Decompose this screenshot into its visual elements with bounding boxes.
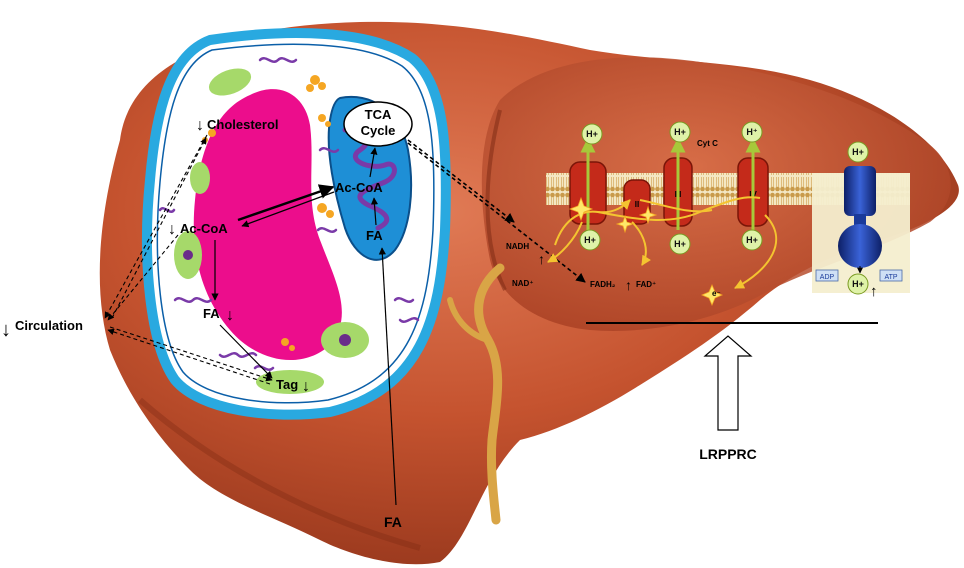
ac-coa-cyto-down-arrow: ↓: [168, 221, 176, 238]
fa-bottom-label: FA: [384, 514, 402, 530]
h-plus-bottom-2: H+: [669, 233, 691, 255]
proton-arrows: [580, 137, 761, 230]
fa-mito-label: FA: [366, 228, 383, 243]
svg-text:ATP: ATP: [884, 274, 897, 281]
svg-text:H+: H+: [674, 127, 686, 137]
h-plus-top-4: H+: [847, 141, 869, 163]
h-plus-bottom-1: H+: [579, 229, 601, 251]
liver-lower-shadow: [138, 397, 421, 551]
er-squiggles: [158, 57, 420, 371]
tca-label-line1: TCA: [365, 107, 392, 122]
tca-cycle-oval: [343, 101, 413, 147]
lrpprc-label: LRPPRC: [699, 446, 757, 462]
gallbladder-duct-branch: [447, 297, 491, 343]
h-plus-bottom-4: H+: [847, 273, 869, 295]
fadh2-label: FADH₂: [590, 280, 616, 289]
fad-plus-label: FAD⁺: [636, 280, 656, 289]
svg-text:H+: H+: [674, 239, 686, 249]
green-organelle-1: [208, 68, 252, 96]
circulation-label: Circulation: [15, 318, 83, 333]
svg-text:H+: H+: [852, 279, 864, 289]
nad-plus-label: NAD⁺: [512, 279, 534, 288]
h-plus-top-2: H+: [669, 121, 691, 143]
electron-flow: [547, 196, 778, 289]
tca-label-line2: Cycle: [361, 123, 396, 138]
green-organelle-2-core: [183, 250, 193, 260]
fadh2-up-arrow: ↑: [625, 277, 632, 293]
lrpprc-arrow: [703, 335, 753, 431]
mitochondrion-cristae: [342, 127, 397, 231]
cell-pathway-arrows: [211, 147, 397, 506]
nadh-up-arrow: ↑: [538, 251, 545, 267]
svg-text:H+: H+: [586, 129, 598, 139]
atp-box: ATP: [879, 269, 903, 282]
atp-up-arrow: ↑: [870, 283, 878, 300]
cyt-c-label: Cyt C: [697, 139, 718, 148]
electron-sparkles: [568, 196, 724, 307]
electron-transport-chain: I II III IV Cyt C: [506, 121, 910, 324]
h-plus-top-1: H+: [581, 123, 603, 145]
hepatocyte: TCA Cycle ↓ Cholesterol Ac-CoA ↓ Ac-CoA …: [142, 28, 451, 506]
green-organelle-4: [256, 370, 324, 394]
fa-cyto-down-arrow: ↓: [226, 307, 234, 324]
svg-text:H+: H+: [584, 235, 596, 245]
cholesterol-label: Cholesterol: [207, 117, 279, 132]
svg-text:ADP: ADP: [820, 274, 835, 281]
electron-label: e⁻: [712, 289, 721, 298]
complex-ii-label: II: [635, 200, 639, 209]
h-plus-top-3: H⁺: [741, 121, 763, 143]
atp-synthase: [838, 166, 882, 268]
dashed-arrows: [104, 134, 586, 385]
ac-coa-cyto-label: Ac-CoA: [180, 221, 228, 236]
fa-cyto-label: FA: [203, 306, 220, 321]
cholesterol-down-arrow: ↓: [196, 117, 204, 134]
circulation-down-arrow: ↓: [1, 319, 11, 341]
orange-granules: [202, 75, 334, 351]
svg-text:H⁺: H⁺: [746, 127, 757, 137]
cell-inner-ring: [156, 43, 435, 404]
svg-text:H+: H+: [852, 147, 864, 157]
ac-coa-mito-label: Ac-CoA: [335, 180, 383, 195]
gallbladder-duct: [474, 263, 505, 525]
svg-text:H+: H+: [746, 235, 758, 245]
nucleus: [193, 89, 342, 361]
green-organelle-3-core: [339, 334, 351, 346]
tag-label: Tag: [276, 377, 298, 392]
adp-box: ADP: [815, 269, 839, 282]
tag-down-arrow: ↓: [302, 378, 310, 395]
h-plus-bottom-3: H+: [741, 229, 763, 251]
nadh-label: NADH: [506, 242, 529, 251]
green-organelle-5: [190, 162, 210, 194]
